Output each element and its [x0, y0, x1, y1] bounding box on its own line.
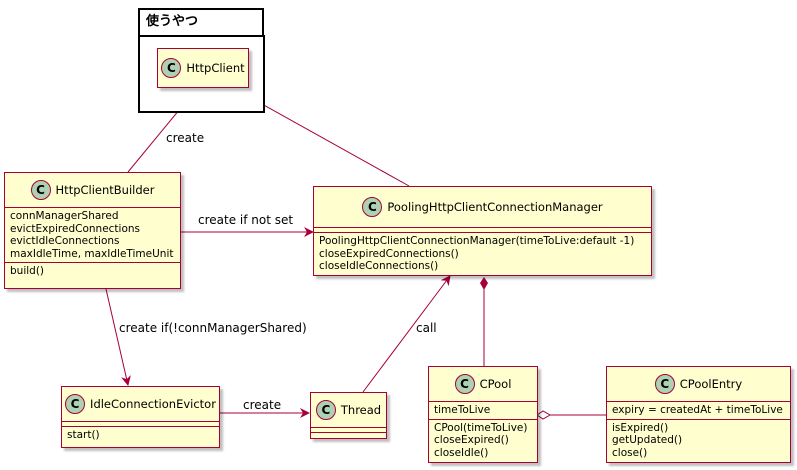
- fields-section: connManagerShared evictExpiredConnection…: [5, 207, 180, 262]
- class-circle-icon: C: [315, 400, 336, 420]
- composition-diamond-manager: [480, 277, 488, 290]
- methods-section: isExpired() getUpdated() close(): [607, 418, 790, 462]
- class-name: IdleConnectionEvictor: [90, 397, 216, 411]
- link-builder-to-evictor: [105, 288, 131, 386]
- class-cpoolentry[interactable]: C CPoolEntry expiry = createdAt + timeTo…: [606, 366, 791, 463]
- method: PoolingHttpClientConnectionManager(timeT…: [319, 235, 635, 247]
- field: evictIdleConnections: [10, 235, 120, 247]
- method: isExpired(): [612, 421, 669, 434]
- methods-section: PoolingHttpClientConnectionManager(timeT…: [314, 232, 651, 275]
- methods-section: CPool(timeToLive) closeExpired() closeId…: [429, 418, 537, 462]
- field: evictExpiredConnections: [10, 222, 141, 235]
- fields-section: timeToLive: [429, 401, 537, 419]
- class-name: Thread: [340, 403, 382, 417]
- class-name: CPool: [479, 377, 512, 391]
- class-poolinghttpclientconnectionmanager[interactable]: C PoolingHttpClientConnectionManager Poo…: [313, 186, 652, 276]
- class-name: CPoolEntry: [679, 377, 743, 391]
- class-httpclient[interactable]: C HttpClient: [157, 48, 249, 88]
- fields-section: [311, 427, 386, 432]
- method: CPool(timeToLive): [434, 421, 528, 434]
- field: expiry = createdAt + timeToLive: [612, 404, 783, 416]
- method: closeIdle(): [434, 446, 489, 459]
- class-name: HttpClientBuilder: [55, 183, 155, 197]
- method: closeExpiredConnections(): [319, 247, 459, 260]
- method: getUpdated(): [612, 434, 683, 446]
- fields-section: expiry = createdAt + timeToLive: [607, 401, 790, 419]
- field: maxIdleTime, maxIdleTimeUnit: [10, 247, 174, 260]
- method: build(): [10, 265, 45, 277]
- label-create-thread: create: [243, 398, 282, 412]
- class-thread[interactable]: C Thread: [310, 392, 387, 439]
- class-circle-icon: C: [161, 58, 182, 78]
- label-call: call: [416, 321, 437, 335]
- method: close(): [612, 446, 648, 459]
- package-name: 使うやつ: [146, 14, 199, 29]
- class-circle-icon: C: [454, 374, 475, 394]
- methods-section: start(): [62, 426, 219, 444]
- label-create-if-not-shared: create if(!connManagerShared): [119, 321, 307, 335]
- field: timeToLive: [434, 404, 491, 416]
- class-httpclientbuilder[interactable]: C HttpClientBuilder connManagerShared ev…: [4, 172, 181, 289]
- class-cpool[interactable]: C CPool timeToLive CPool(timeToLive) clo…: [428, 366, 538, 463]
- label-create-client: create: [166, 131, 205, 145]
- aggregation-diamond-cpool: [536, 410, 552, 420]
- link-thread-to-manager: [362, 275, 451, 393]
- method: closeIdleConnections(): [319, 260, 439, 272]
- method: closeExpired(): [434, 434, 509, 446]
- class-circle-icon: C: [65, 394, 86, 414]
- package-tab: 使うやつ: [138, 8, 264, 37]
- link-httpclient-to-manager: [252, 98, 410, 187]
- methods-section: [311, 432, 386, 437]
- field: connManagerShared: [10, 210, 119, 222]
- class-circle-icon: C: [30, 180, 51, 200]
- fields-section: [314, 227, 651, 232]
- method: start(): [67, 429, 100, 441]
- class-name: HttpClient: [186, 61, 245, 75]
- fields-section: [62, 421, 219, 426]
- class-circle-icon: C: [654, 374, 675, 394]
- label-create-if-not-set: create if not set: [198, 213, 294, 227]
- class-idleconnectionevictor[interactable]: C IdleConnectionEvictor start(): [61, 386, 220, 448]
- class-circle-icon: C: [362, 197, 383, 217]
- class-name: PoolingHttpClientConnectionManager: [387, 200, 603, 214]
- methods-section: build(): [5, 262, 180, 280]
